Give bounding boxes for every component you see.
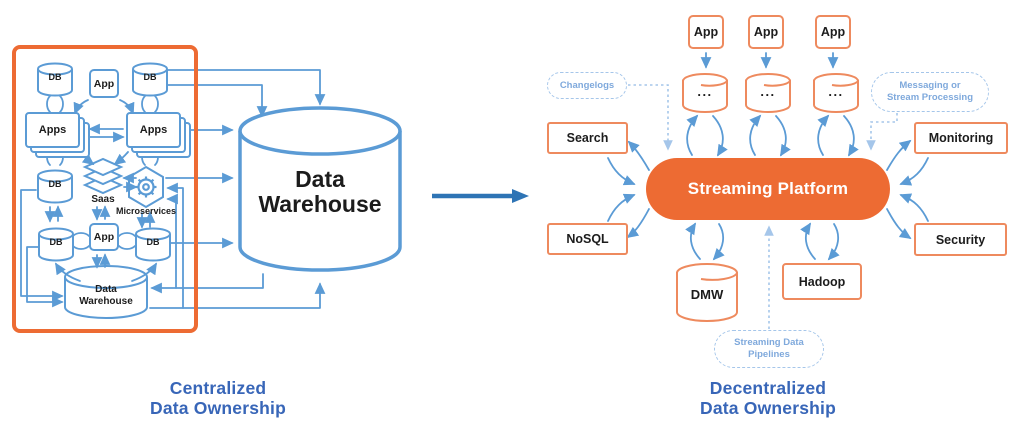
topic-cylinder-icons — [682, 73, 860, 113]
apps-stack-right: Apps — [126, 112, 191, 158]
pipelines-bubble: Streaming Data Pipelines — [714, 330, 824, 368]
app-node: App — [815, 15, 851, 49]
security-node: Security — [914, 223, 1007, 256]
search-node: Search — [547, 122, 628, 154]
centralized-container-box — [12, 45, 198, 333]
db-label: DB — [48, 72, 62, 82]
topic-dots-label: ... — [760, 84, 776, 99]
transition-arrow — [432, 189, 529, 203]
dmw-label: DMW — [690, 287, 724, 302]
apps-node: Apps — [25, 112, 80, 148]
microservices-label: Microservices — [115, 206, 177, 216]
big-warehouse-label: Data Warehouse — [258, 166, 382, 217]
app-node: App — [688, 15, 724, 49]
dmw-cylinder-icon — [676, 263, 739, 322]
db-label: DB — [143, 72, 157, 82]
apps-node: Apps — [126, 112, 181, 148]
apps-stack-left: Apps — [25, 112, 90, 158]
messaging-bubble: Messaging or Stream Processing — [871, 72, 989, 112]
big-data-warehouse-cylinder-icon — [238, 106, 402, 272]
nosql-node: NoSQL — [547, 223, 628, 255]
left-title: Centralized Data Ownership — [149, 378, 287, 418]
changelogs-bubble: Changelogs — [547, 72, 627, 99]
streaming-platform-node: Streaming Platform — [646, 158, 890, 220]
right-panel-connectors — [607, 52, 929, 329]
small-data-warehouse-cylinder-icon — [64, 265, 148, 319]
app-node: App — [89, 223, 119, 251]
db-label: DB — [49, 237, 63, 247]
monitoring-node: Monitoring — [914, 122, 1008, 154]
db-label: DB — [48, 179, 62, 189]
right-title: Decentralized Data Ownership — [699, 378, 837, 418]
saas-layers-icon — [82, 157, 124, 195]
topic-dots-label: ... — [697, 84, 713, 99]
topic-dots-label: ... — [828, 84, 844, 99]
saas-label: Saas — [91, 194, 115, 205]
app-node: App — [748, 15, 784, 49]
hadoop-node: Hadoop — [782, 263, 862, 300]
app-node: App — [89, 69, 119, 98]
left-panel-connectors — [20, 69, 326, 309]
db-cylinder-icons-left — [37, 62, 171, 262]
small-warehouse-label: Data Warehouse — [79, 284, 133, 307]
db-label: DB — [146, 237, 160, 247]
